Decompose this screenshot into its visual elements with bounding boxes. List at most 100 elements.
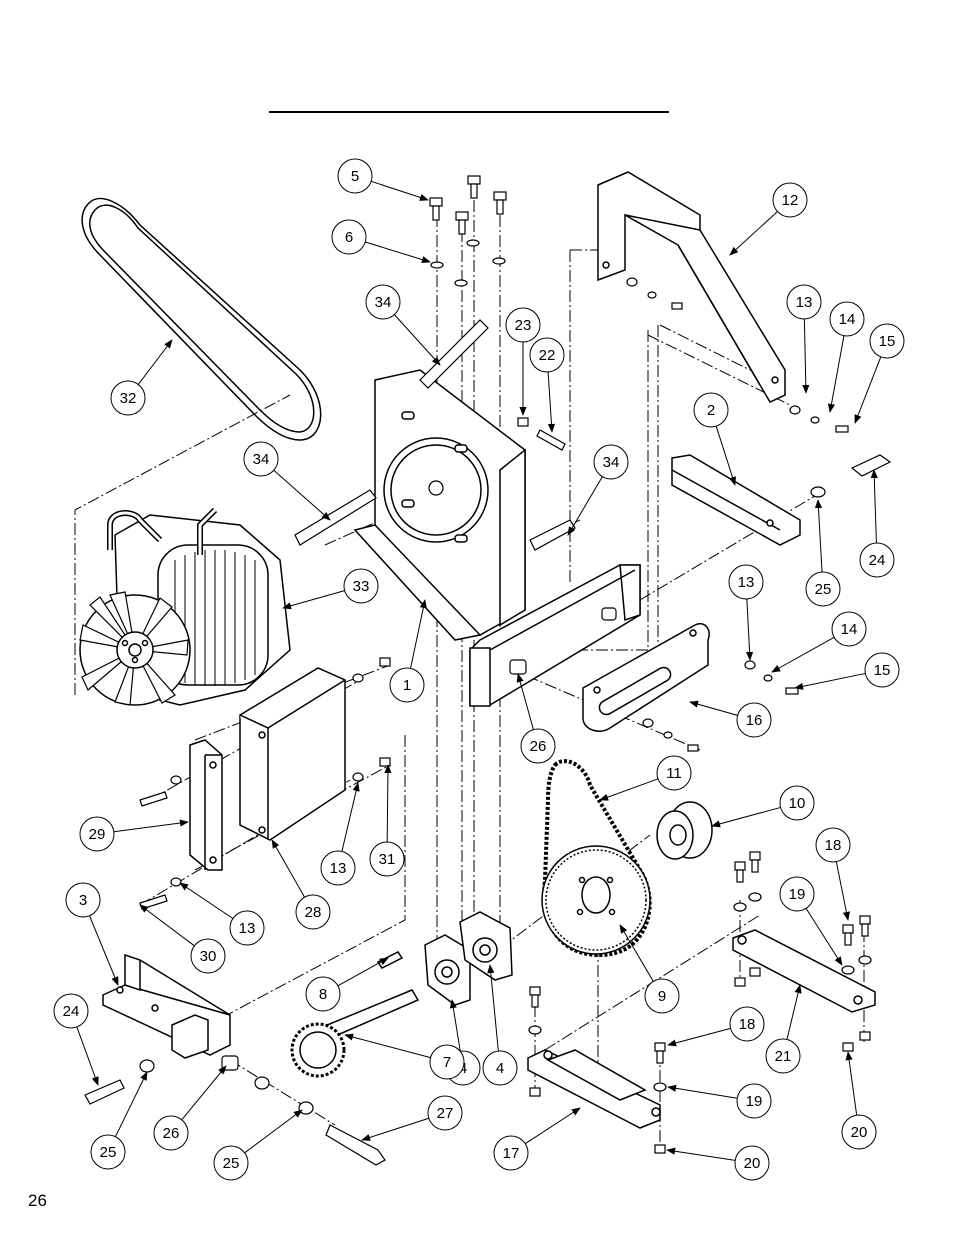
callout-leader-24 <box>870 469 878 544</box>
flat-bar <box>671 454 801 546</box>
callout-circle <box>429 1044 465 1080</box>
callout-label: 34 <box>603 454 620 471</box>
callout-15: 15 <box>864 652 900 688</box>
callout-leader-21 <box>786 984 802 1040</box>
upper-bracket <box>597 171 786 403</box>
callout-circle <box>729 1006 765 1042</box>
callout-label: 26 <box>163 1125 180 1142</box>
callout-leader-13 <box>179 882 234 919</box>
callout-29: 29 <box>79 816 115 852</box>
callout-circle <box>65 882 101 918</box>
drive-belt <box>81 197 322 441</box>
callout-label: 5 <box>351 168 359 185</box>
callout-leader-32 <box>137 339 173 385</box>
callout-label: 17 <box>503 1145 520 1162</box>
spacer-bar <box>189 739 223 871</box>
callout-6: 6 <box>331 219 367 255</box>
callout-circle <box>243 441 279 477</box>
callout-14: 14 <box>829 301 865 337</box>
callout-30: 30 <box>190 938 226 974</box>
callout-circle <box>831 611 867 647</box>
callout-22: 22 <box>529 337 565 373</box>
cover-plate <box>239 667 346 841</box>
callout-10: 10 <box>779 785 815 821</box>
fasteners <box>84 175 892 1166</box>
callout-label: 13 <box>239 920 256 937</box>
callout-circle <box>320 850 356 886</box>
callout-leader-11 <box>599 778 659 801</box>
callout-label: 15 <box>879 333 896 350</box>
sprocket-and-chain <box>541 759 652 958</box>
callout-circle <box>805 571 841 607</box>
callout-27: 27 <box>427 1095 463 1131</box>
callout-leader-18 <box>835 861 850 921</box>
callout-7: 7 <box>429 1044 465 1080</box>
callout-leader-25 <box>814 499 823 573</box>
callout-label: 25 <box>223 1155 240 1172</box>
callout-leader-22 <box>547 371 556 433</box>
callout-5: 5 <box>337 158 373 194</box>
callout-leader-17 <box>524 1107 581 1145</box>
callout-label: 6 <box>345 229 353 246</box>
callout-circle <box>829 301 865 337</box>
callout-9: 9 <box>644 978 680 1014</box>
callout-leader-20 <box>845 1051 858 1116</box>
callout-34: 34 <box>593 444 629 480</box>
callout-19: 19 <box>736 1083 772 1119</box>
callout-label: 19 <box>746 1093 763 1110</box>
callout-20: 20 <box>841 1114 877 1150</box>
lower-bracket <box>102 953 231 1059</box>
engine <box>79 507 291 706</box>
callout-leader-5 <box>370 180 429 201</box>
callout-leader-14 <box>827 335 845 413</box>
callout-label: 8 <box>319 986 327 1003</box>
callout-leader-12 <box>729 211 778 256</box>
callout-12: 12 <box>772 182 808 218</box>
callout-label: 16 <box>746 712 763 729</box>
callout-circle <box>153 1115 189 1151</box>
callout-circle <box>736 1083 772 1119</box>
callout-16: 16 <box>736 702 772 738</box>
callout-label: 9 <box>658 988 666 1005</box>
callout-circle <box>734 1145 770 1181</box>
callout-leader-9 <box>619 924 654 982</box>
callout-circle <box>859 542 895 578</box>
callout-label: 24 <box>869 552 886 569</box>
callout-leader-15 <box>854 356 882 424</box>
callout-label: 25 <box>815 581 832 598</box>
callout-label: 18 <box>739 1016 756 1033</box>
callout-label: 15 <box>874 662 891 679</box>
callout-circle <box>841 1114 877 1150</box>
pillow-block-bearings <box>424 911 513 1006</box>
callout-leader-20 <box>666 1147 736 1161</box>
callout-label: 2 <box>707 402 715 419</box>
callout-label: 13 <box>738 574 755 591</box>
callout-label: 31 <box>379 851 396 868</box>
callout-34: 34 <box>243 441 279 477</box>
callout-25: 25 <box>213 1145 249 1181</box>
callout-11: 11 <box>656 755 692 791</box>
callout-34: 34 <box>365 284 401 320</box>
callout-18: 18 <box>729 1006 765 1042</box>
callout-leader-24 <box>76 1026 99 1086</box>
callout-26: 26 <box>153 1115 189 1151</box>
callout-bubbles: 1234456789101112131313131414151516171818… <box>53 158 905 1181</box>
callout-leader-1 <box>410 599 427 669</box>
callout-label: 18 <box>825 837 842 854</box>
callout-2: 2 <box>693 392 729 428</box>
callout-leader-26 <box>181 1065 227 1121</box>
callout-leader-2 <box>715 426 736 486</box>
callout-label: 24 <box>63 1003 80 1020</box>
callout-25: 25 <box>805 571 841 607</box>
callout-label: 21 <box>775 1048 792 1065</box>
page-number: 26 <box>28 1191 47 1210</box>
callout-circle <box>869 323 905 359</box>
callout-label: 34 <box>253 451 270 468</box>
callout-circle <box>305 976 341 1012</box>
callout-label: 22 <box>539 347 556 364</box>
slotted-plate <box>582 623 710 732</box>
callout-label: 32 <box>120 390 137 407</box>
callout-leader-13 <box>341 782 360 852</box>
callout-leader-25 <box>115 1071 148 1137</box>
callout-label: 14 <box>841 621 858 638</box>
